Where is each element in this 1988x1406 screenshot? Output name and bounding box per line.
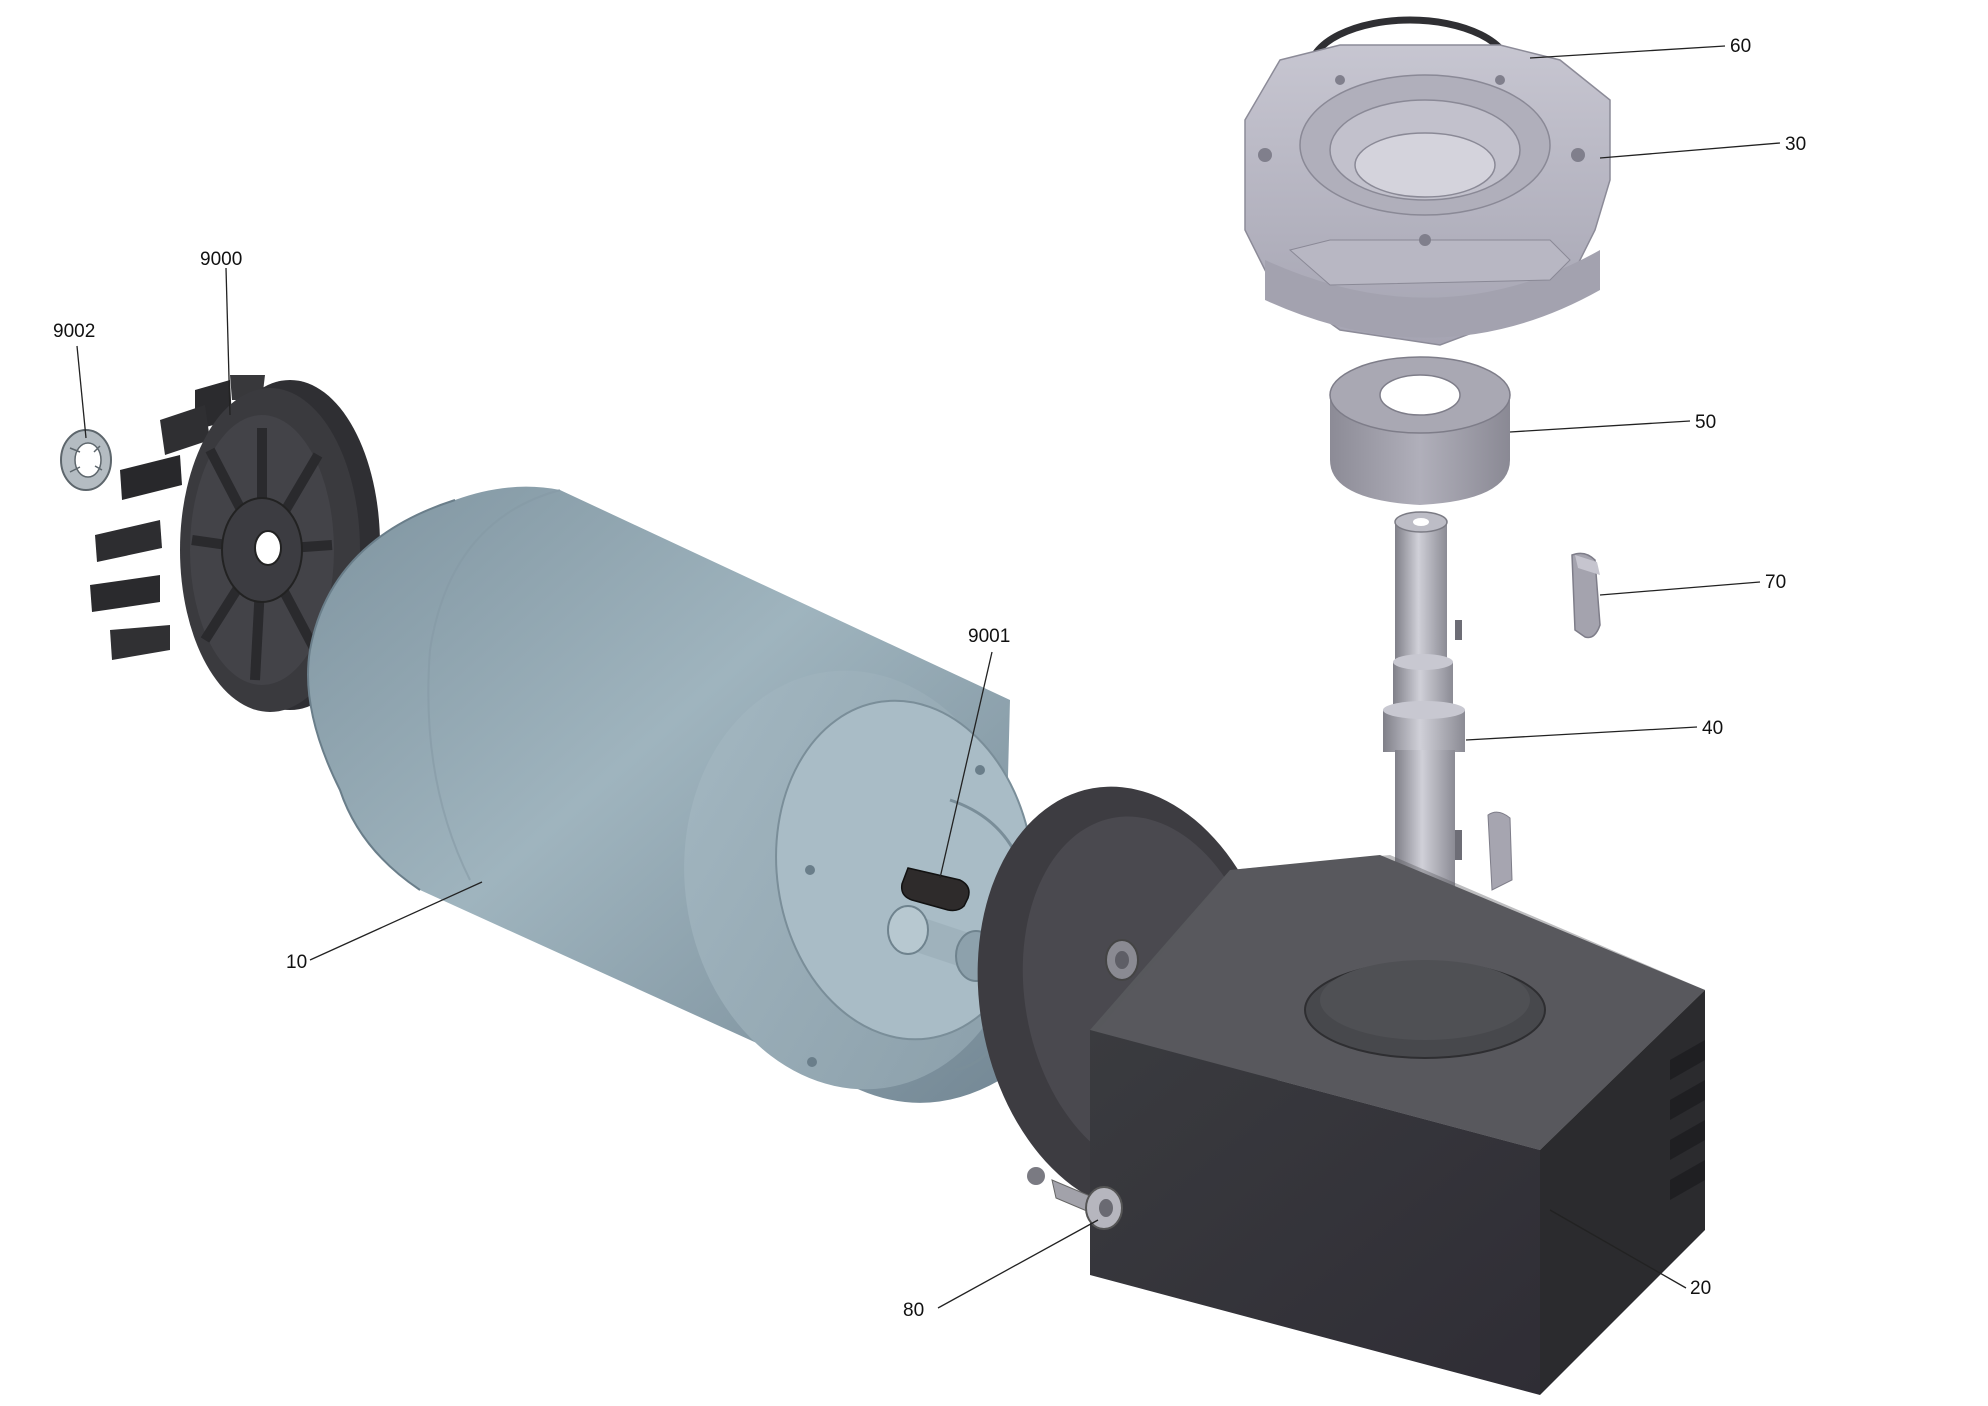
fan-part [90, 375, 380, 712]
callout-spacer: 50 [1695, 412, 1716, 433]
callout-screw: 80 [903, 1300, 924, 1321]
flange-part [1244, 44, 1611, 346]
screw-part [1027, 1167, 1123, 1230]
gearbox-part [977, 786, 1705, 1395]
motor-part [307, 486, 1035, 1103]
callout-fan-clip: 9002 [53, 321, 95, 342]
shaft-key-part [1571, 552, 1601, 639]
clip-washer-part [60, 429, 112, 491]
callout-motor: 10 [286, 952, 307, 973]
motor-key-part [900, 867, 970, 912]
callout-flange: 30 [1785, 134, 1806, 155]
callout-labels: 9000 9002 10 9001 60 30 50 70 40 80 20 [53, 36, 1806, 1321]
callout-shaft: 40 [1702, 718, 1723, 739]
callout-gearbox: 20 [1690, 1278, 1711, 1299]
callout-fan: 9000 [200, 249, 242, 270]
callout-shaft-key: 70 [1765, 572, 1786, 593]
leader-lines [76, 45, 1781, 1309]
callout-circlip: 60 [1730, 36, 1751, 57]
callout-motor-key: 9001 [968, 626, 1010, 647]
spacer-ring-part [1329, 356, 1511, 505]
